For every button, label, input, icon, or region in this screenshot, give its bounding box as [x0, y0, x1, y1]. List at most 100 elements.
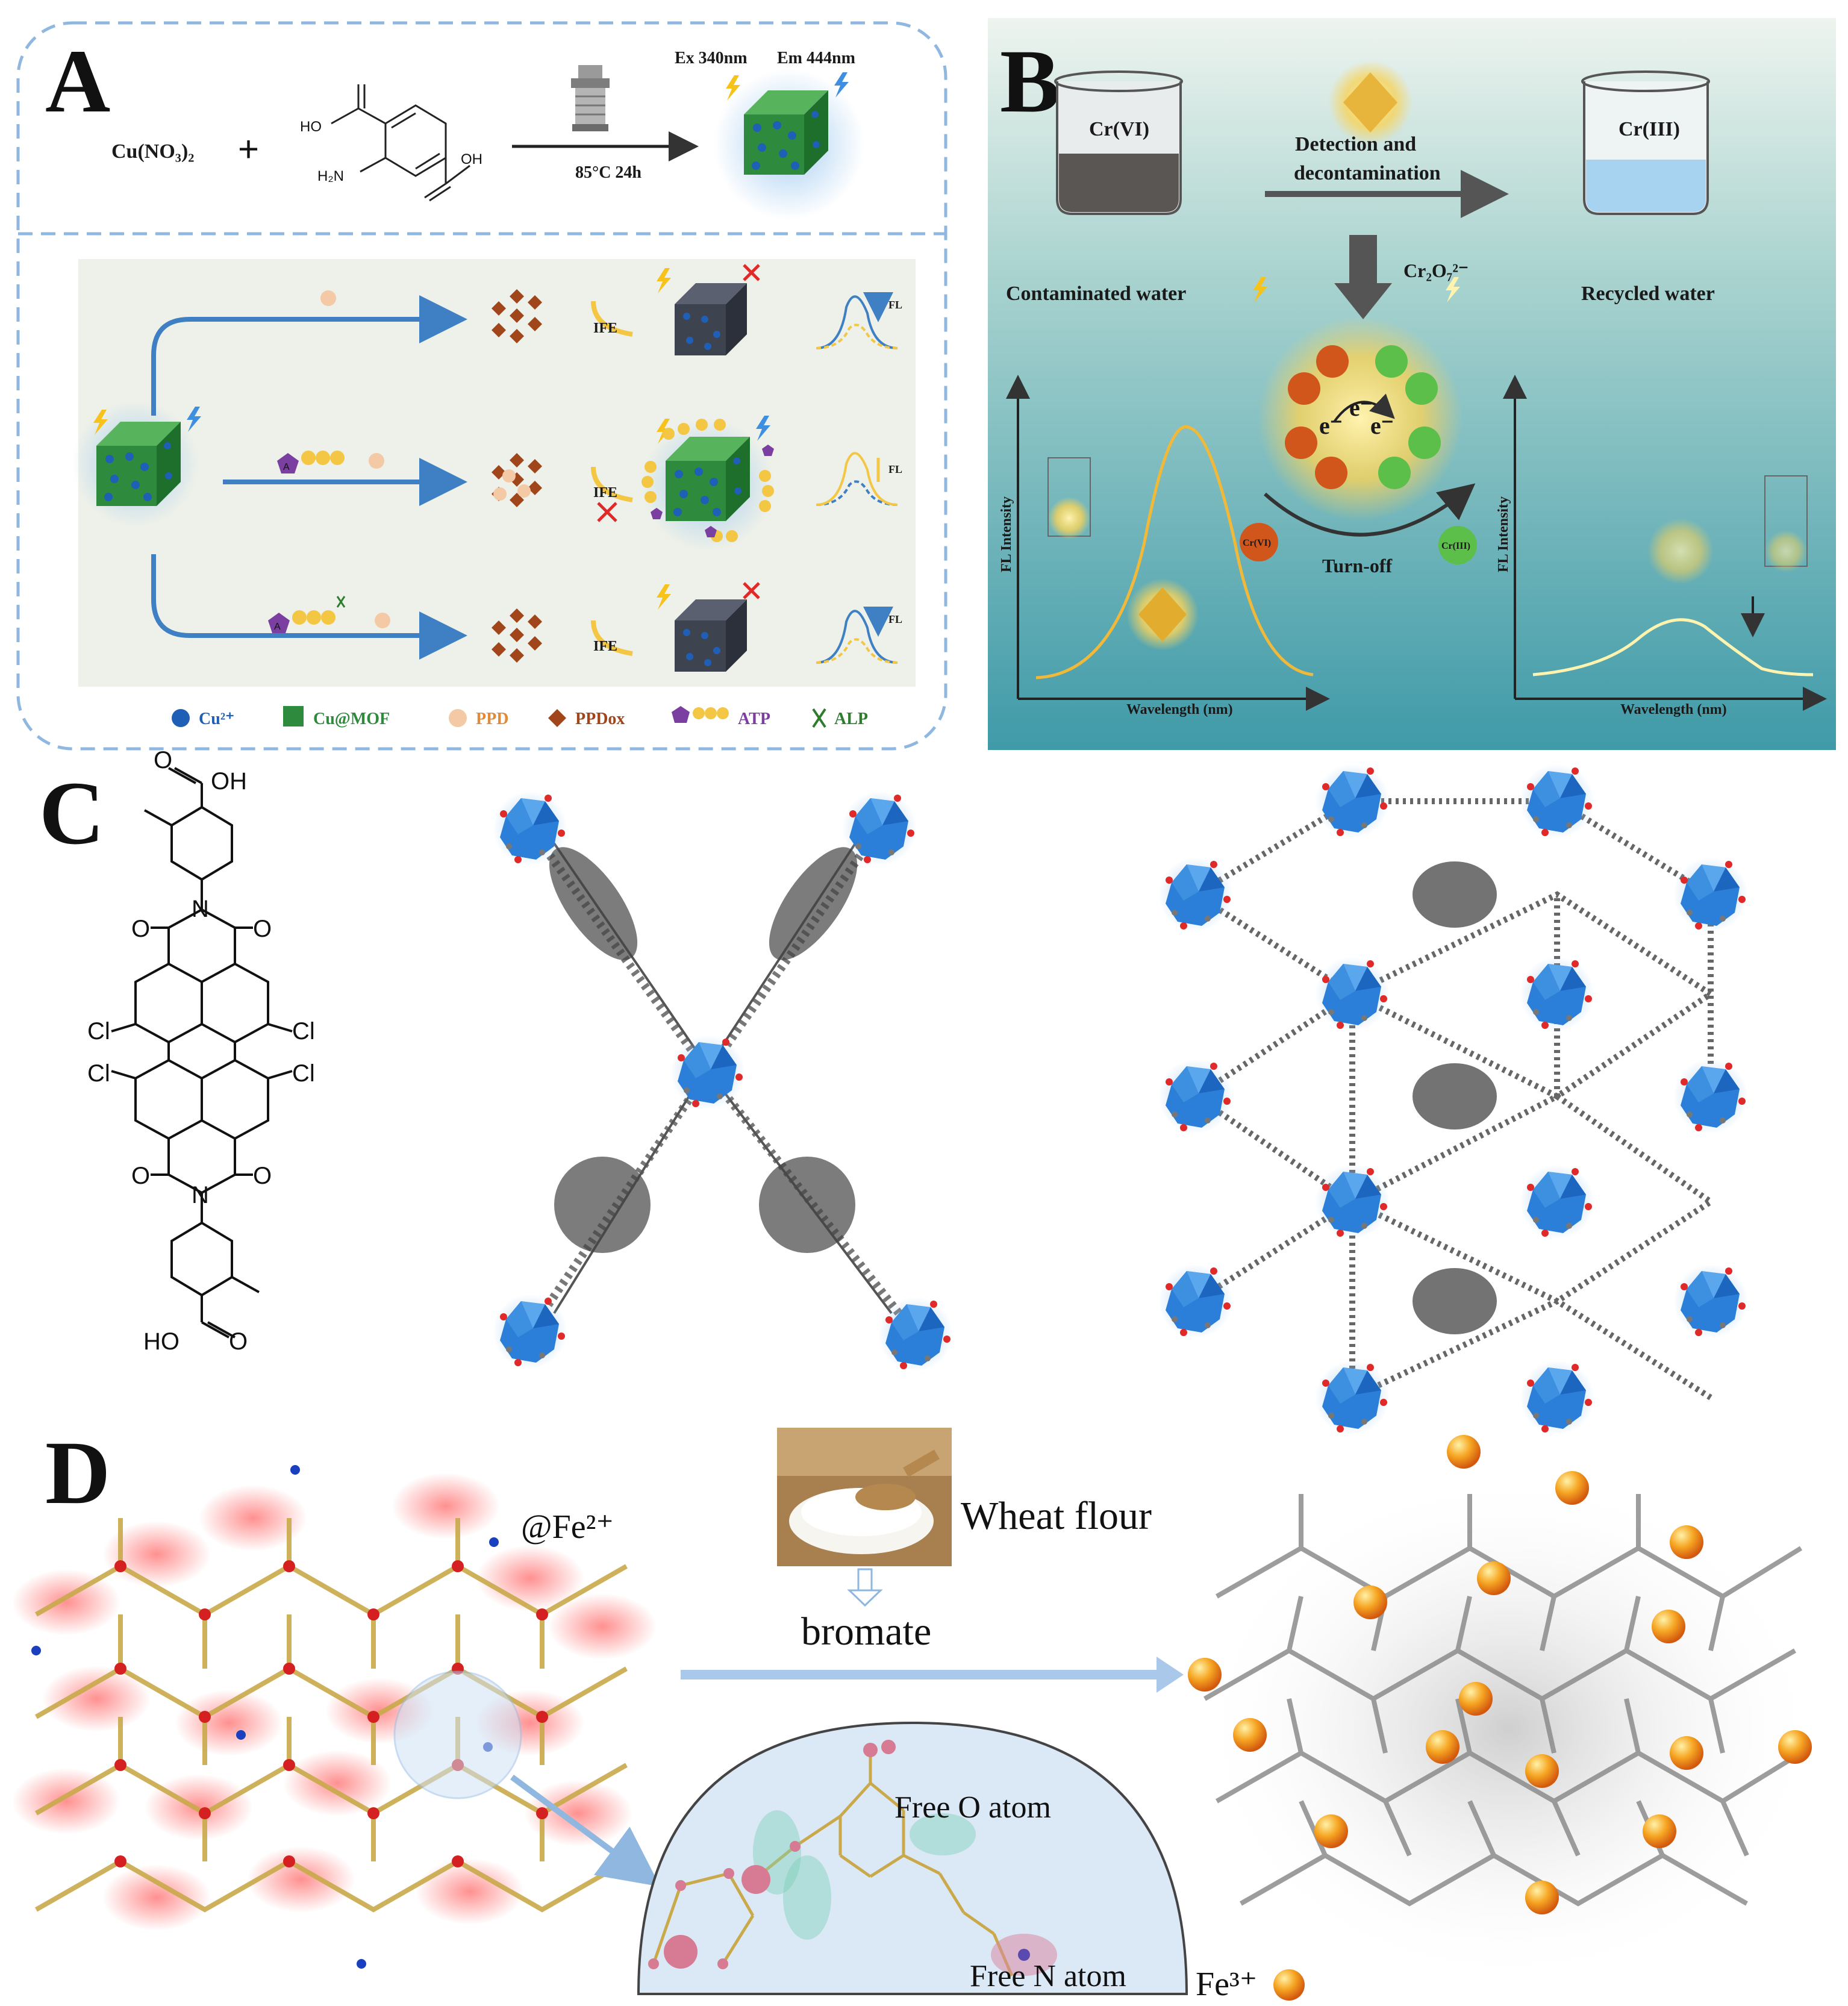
- svg-text:FL: FL: [888, 463, 902, 475]
- fl-spectrum-bottom: FL: [816, 607, 902, 664]
- linker-structure: [331, 84, 470, 202]
- quenched-cube-bottom: [675, 599, 747, 672]
- svg-text:Cl: Cl: [292, 1018, 315, 1045]
- y-axis-label-left: FL Intensity: [999, 496, 1014, 572]
- legend-atp: ATP: [738, 710, 770, 728]
- reaction-condition: 85°C 24h: [575, 163, 641, 182]
- legend-cu: Cu²⁺: [199, 710, 234, 728]
- ife-arrow-middle: IFE: [591, 466, 633, 522]
- fe2-loaded-framework: [12, 1465, 657, 1969]
- svg-text:O: O: [229, 1328, 248, 1355]
- wheat-flour-photo: [777, 1428, 952, 1566]
- process-label-2: decontamination: [1294, 162, 1441, 184]
- beaker-cr6-label: Cr(VI): [1089, 118, 1149, 140]
- svg-text:FL: FL: [888, 299, 902, 311]
- blocked-x-icon: [597, 502, 617, 522]
- svg-text:A: A: [283, 462, 290, 472]
- fe3-legend-ball: [1273, 1969, 1305, 2001]
- contaminated-water-caption: Contaminated water: [1006, 283, 1186, 305]
- svg-text:Cl: Cl: [292, 1060, 315, 1087]
- product-mof-cube: [744, 90, 828, 175]
- ppdox-ppd-mixture: [492, 453, 542, 507]
- oh-top-label: OH: [211, 768, 247, 795]
- panel-letter-d: D: [45, 1423, 110, 1523]
- x-shaped-node: [493, 791, 953, 1372]
- cr6-marker: [1240, 523, 1278, 561]
- beaker-cr3-label: Cr(III): [1619, 118, 1680, 140]
- x-axis-label-right: Wavelength (nm): [1620, 702, 1727, 717]
- svg-text:Cl: Cl: [87, 1018, 110, 1045]
- atp-chain-middle: A: [277, 451, 345, 473]
- panel-letter-a: A: [45, 31, 110, 131]
- turn-off-label: Turn-off: [1322, 555, 1393, 576]
- y-axis-label-right: FL Intensity: [1496, 496, 1511, 572]
- quench-x-top: [743, 264, 760, 281]
- ife-arrow-top: IFE: [591, 301, 633, 337]
- fe3-framework: [1188, 1435, 1822, 1988]
- recycled-water-caption: Recycled water: [1581, 283, 1715, 305]
- panel-b: B Cr(VI) Detection and decontamination C…: [988, 18, 1836, 750]
- turn-off-arrow: [1264, 483, 1476, 537]
- svg-text:O: O: [131, 916, 150, 942]
- atp-coating: [641, 419, 774, 542]
- svg-text:O: O: [253, 916, 272, 942]
- atp-chain-bottom: A: [268, 596, 346, 633]
- legend-cu-mof: Cu@MOF: [313, 710, 390, 728]
- zoom-circle: [393, 1670, 522, 1799]
- svg-text:O: O: [253, 1163, 272, 1189]
- fe3-label: Fe³⁺: [1196, 1966, 1257, 2003]
- cr3-balls: [1375, 345, 1441, 489]
- plus-sign: +: [238, 129, 259, 169]
- panel-d: D: [12, 1423, 1822, 2003]
- path-arrow-bottom: [151, 554, 467, 660]
- svg-text:IFE: IFE: [593, 639, 617, 654]
- cr6-balls: [1285, 345, 1349, 489]
- ife-arrow-bottom: IFE: [591, 620, 633, 656]
- svg-text:N: N: [192, 1182, 209, 1208]
- svg-text:Cr(III): Cr(III): [1441, 541, 1470, 551]
- svg-text:Cr(VI): Cr(VI): [1243, 538, 1271, 548]
- legend-ppdox: PPDox: [575, 710, 625, 728]
- start-mof-cube: [96, 422, 181, 506]
- scissors-icon: [336, 596, 346, 608]
- panel-c: C: [39, 747, 1748, 1435]
- conversion-arrow-shaft: [681, 1670, 1157, 1679]
- cr3-marker: [1438, 526, 1477, 564]
- protected-mof-cube: [666, 437, 750, 521]
- linker-ho-label: HO: [300, 119, 322, 135]
- panel-letter-b: B: [1000, 31, 1060, 131]
- quenched-cube-top: [675, 283, 747, 355]
- probe-crystal: [1343, 72, 1397, 133]
- x-axis-label-left: Wavelength (nm): [1126, 702, 1233, 717]
- ppd-dot: [320, 290, 336, 306]
- lightning-right-icon: [1446, 277, 1460, 302]
- svg-text:IFE: IFE: [593, 485, 617, 501]
- linker-oh-label: OH: [461, 151, 482, 167]
- down-arrow-shaft: [1349, 235, 1377, 283]
- dichromate-label: Cr₂O₇²⁻: [1403, 260, 1469, 281]
- fl-plot-right: Wavelength (nm) FL Intensity: [1496, 375, 1827, 717]
- svg-text:O: O: [131, 1163, 150, 1189]
- linker-h2n-label: H₂N: [317, 168, 344, 184]
- coordination-zoom: [637, 1721, 1188, 1995]
- svg-text:FL: FL: [888, 613, 902, 625]
- zoom-arrow: [510, 1774, 661, 1887]
- framework-lattice: [1158, 764, 1748, 1435]
- fl-spectrum-middle: FL: [816, 452, 902, 506]
- svg-text:IFE: IFE: [593, 320, 617, 336]
- svg-text:Cl: Cl: [87, 1060, 110, 1087]
- fe2-label: @Fe²⁺: [521, 1508, 614, 1546]
- path-arrow-top: [151, 295, 467, 416]
- fl-spectrum-top: FL: [816, 292, 902, 349]
- svg-text:O: O: [154, 747, 172, 773]
- down-arrow-head: [1334, 283, 1392, 319]
- copper-nitrate-label: Cu(NO₃)₂: [111, 140, 195, 163]
- emission-label: Em 444nm: [777, 49, 855, 67]
- free-n-atom-label: Free N atom: [970, 1959, 1126, 1993]
- legend-ppd: PPD: [476, 710, 508, 728]
- legend-alp: ALP: [834, 710, 868, 728]
- excitation-label: Ex 340nm: [675, 49, 748, 67]
- beaker-contaminated: [1054, 70, 1183, 215]
- free-o-atom-label: Free O atom: [894, 1790, 1051, 1825]
